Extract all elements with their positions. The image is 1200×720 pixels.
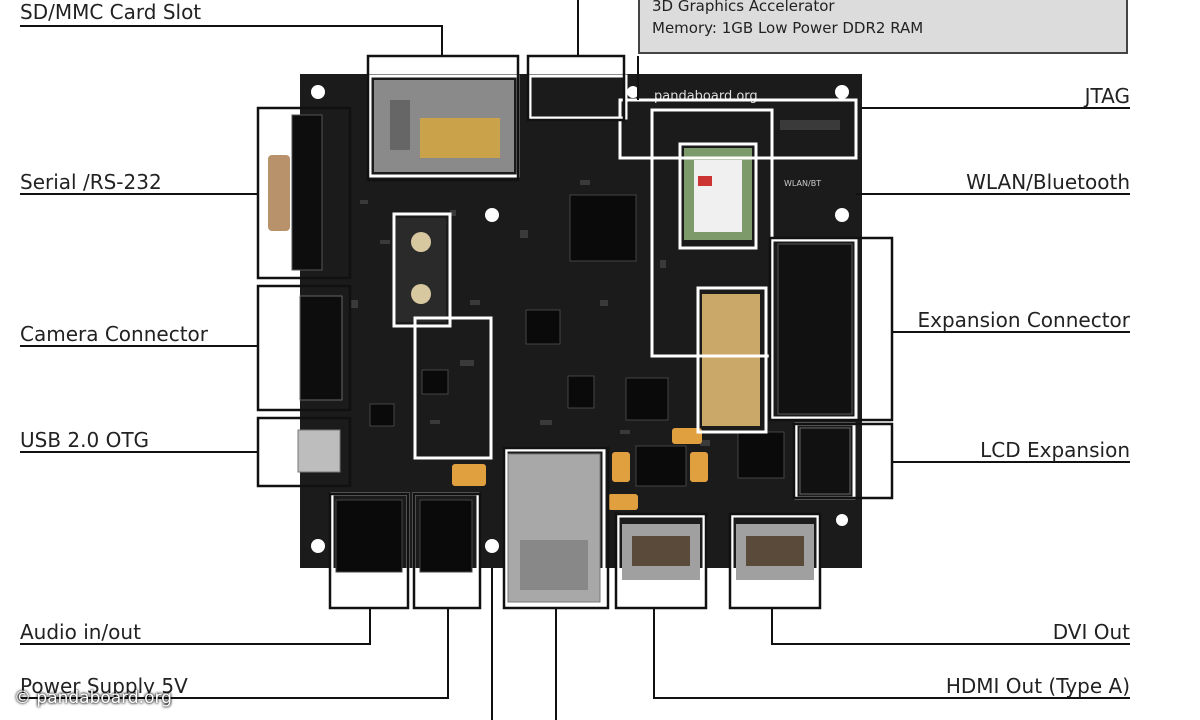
mount-hole — [485, 539, 499, 553]
mount-hole — [485, 208, 499, 222]
ethernet-port-jack — [520, 540, 588, 590]
capacitor — [612, 452, 630, 482]
spec-line-memory: Memory: 1GB Low Power DDR2 RAM — [652, 19, 924, 37]
button — [411, 284, 431, 304]
capacitor — [690, 452, 708, 482]
label-jtag: JTAG — [1084, 84, 1130, 108]
chip — [369, 403, 395, 427]
audio-jack — [335, 499, 403, 573]
label-power: Power Supply 5V — [20, 674, 188, 698]
mount-hole — [836, 514, 848, 526]
chip — [625, 377, 669, 421]
camera-connector — [299, 295, 343, 401]
capacitor — [452, 464, 486, 486]
chip — [635, 445, 687, 487]
serial-connector — [268, 114, 323, 271]
label-sd-card: SD/MMC Card Slot — [20, 0, 202, 24]
mount-hole — [311, 539, 325, 553]
leader-lines — [20, 0, 1130, 720]
label-serial: Serial /RS-232 — [20, 170, 162, 194]
board-silk-wlan: WLAN/BT — [784, 179, 821, 188]
power-jack — [419, 499, 473, 573]
lcd-header — [799, 427, 851, 495]
mount-hole — [835, 208, 849, 222]
expansion-header — [777, 243, 853, 415]
sd-card-slot — [374, 80, 514, 172]
highlight-boxes — [330, 74, 858, 608]
chip — [421, 369, 449, 395]
label-usb-otg: USB 2.0 OTG — [20, 428, 150, 452]
pcb-texture — [350, 120, 840, 446]
button — [411, 232, 431, 252]
mount-hole — [627, 86, 639, 98]
label-hdmi: HDMI Out (Type A) — [945, 674, 1130, 698]
dvi-port-inner — [746, 536, 804, 566]
spec-box: 3D Graphics Accelerator Memory: 1GB Low … — [638, 0, 1128, 54]
spec-line-gpu: 3D Graphics Accelerator — [652, 0, 835, 15]
mount-hole — [835, 85, 849, 99]
watermark: © pandaboard.org — [14, 688, 172, 708]
label-wlan: WLAN/Bluetooth — [966, 170, 1130, 194]
label-expansion: Expansion Connector — [917, 308, 1131, 332]
label-audio: Audio in/out — [20, 620, 141, 644]
chip — [525, 309, 561, 345]
mount-hole — [311, 85, 325, 99]
label-camera: Camera Connector — [20, 322, 208, 346]
usb-otg-port — [297, 429, 341, 473]
chip — [737, 431, 785, 479]
label-lcd: LCD Expansion — [980, 438, 1130, 462]
expansion-connector-gold — [702, 294, 760, 426]
main-processor — [569, 194, 637, 262]
label-dvi: DVI Out — [1052, 620, 1130, 644]
wlan-module — [684, 148, 752, 240]
capacitor — [608, 494, 638, 510]
hdmi-port-inner — [632, 536, 690, 566]
chip — [567, 375, 595, 409]
capacitor — [672, 428, 702, 444]
board-brand-text: pandaboard.org — [654, 89, 758, 104]
